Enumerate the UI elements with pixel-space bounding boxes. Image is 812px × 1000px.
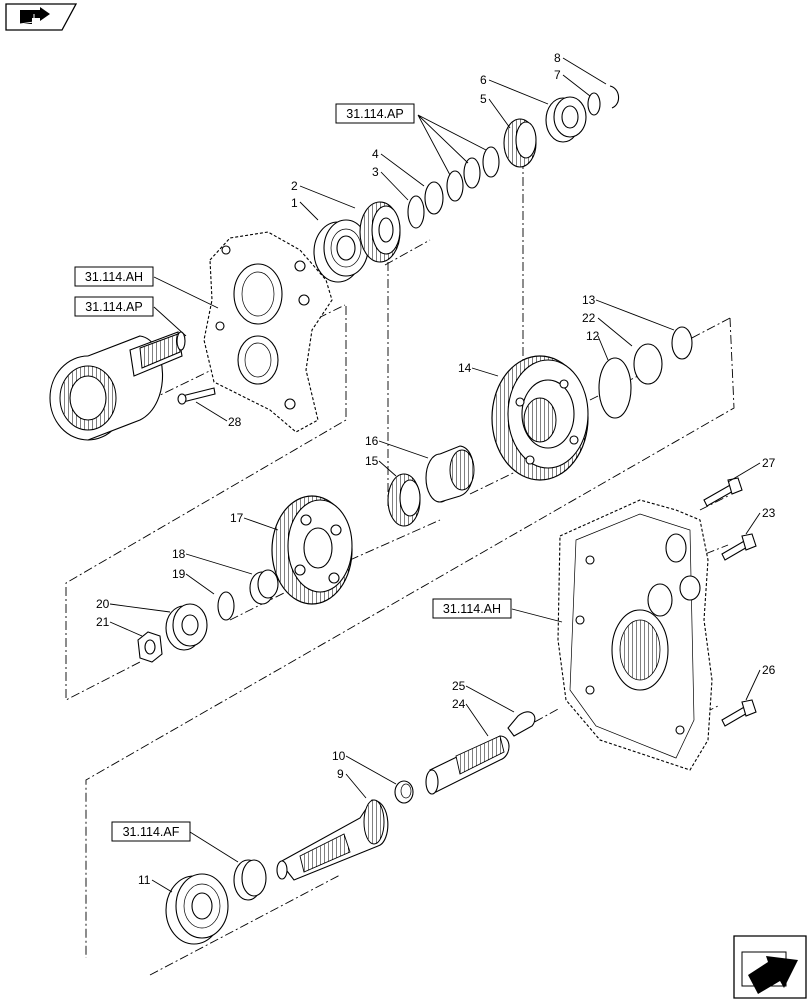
book-arrow-icon[interactable] xyxy=(5,3,78,31)
rings-12-22-13 xyxy=(598,326,693,419)
callout-1: 1 xyxy=(291,196,298,210)
bolt-26 xyxy=(721,699,757,727)
bolt-27 xyxy=(703,477,743,507)
callout-15: 15 xyxy=(365,454,379,468)
svg-text:31.114.AP: 31.114.AP xyxy=(346,107,403,121)
callout-28: 28 xyxy=(228,415,242,429)
ref-box-ah-left[interactable]: 31.114.AH xyxy=(74,266,154,287)
callout-8: 8 xyxy=(554,51,561,65)
shaft-9 xyxy=(276,799,389,881)
callout-27: 27 xyxy=(762,456,776,470)
callout-23: 23 xyxy=(762,506,776,520)
housing-plate xyxy=(203,231,333,433)
main-housing xyxy=(557,499,713,771)
callout-13: 13 xyxy=(582,293,596,307)
gear-5 xyxy=(503,118,537,168)
svg-text:31.114.AF: 31.114.AF xyxy=(123,825,180,839)
svg-text:31.114.AP: 31.114.AP xyxy=(85,300,142,314)
shaft-24 xyxy=(425,735,510,795)
callout-19: 19 xyxy=(172,567,186,581)
rings-3-4 xyxy=(407,181,444,229)
callout-17: 17 xyxy=(230,511,244,525)
hub-16 xyxy=(425,445,475,503)
callout-16: 16 xyxy=(365,434,379,448)
callout-9: 9 xyxy=(337,767,344,781)
planetary-drum xyxy=(49,331,186,441)
callout-10: 10 xyxy=(332,749,346,763)
svg-text:31.114.AH: 31.114.AH xyxy=(443,602,501,616)
next-page-arrow-icon[interactable] xyxy=(733,935,807,999)
callout-3: 3 xyxy=(372,165,379,179)
bearing-20 xyxy=(165,603,208,651)
callout-20: 20 xyxy=(96,597,110,611)
callout-11: 11 xyxy=(138,873,151,887)
nut-21 xyxy=(137,631,163,663)
callout-22: 22 xyxy=(582,311,596,325)
callout-21: 21 xyxy=(96,615,110,629)
rings-7-8 xyxy=(587,85,620,116)
bolt-28 xyxy=(177,387,216,405)
callout-6: 6 xyxy=(480,73,487,87)
callout-14: 14 xyxy=(458,361,472,375)
callout-4: 4 xyxy=(372,147,379,161)
callout-2: 2 xyxy=(291,179,298,193)
ring-af xyxy=(233,859,267,901)
bearing-11 xyxy=(165,873,229,945)
ref-box-ah-right[interactable]: 31.114.AH xyxy=(432,598,512,619)
ring-19 xyxy=(217,591,235,621)
callout-24: 24 xyxy=(452,697,466,711)
ref-box-af[interactable]: 31.114.AF xyxy=(111,821,191,842)
svg-text:31.114.AH: 31.114.AH xyxy=(85,270,143,284)
ref-box-ap-left[interactable]: 31.114.AP xyxy=(74,296,154,317)
callout-26: 26 xyxy=(762,663,776,677)
bearing-1 xyxy=(313,219,369,283)
assembly-frame-upper xyxy=(65,306,735,958)
bolt-23 xyxy=(721,533,757,561)
callout-25: 25 xyxy=(452,679,466,693)
callout-7: 7 xyxy=(554,68,561,82)
gear-17 xyxy=(271,495,353,605)
callout-5: 5 xyxy=(480,92,487,106)
gear-2 xyxy=(359,201,401,263)
callout-18: 18 xyxy=(172,547,186,561)
spacer-18 xyxy=(249,569,279,605)
snap-rings-ap xyxy=(446,146,500,202)
clip-25 xyxy=(507,711,536,737)
ring-10 xyxy=(394,780,414,804)
callout-labels: 1 2 3 4 5 6 7 8 9 10 11 12 13 14 15 16 1… xyxy=(96,51,776,887)
gear-14 xyxy=(491,355,589,481)
bearing-6 xyxy=(545,96,587,143)
gear-15 xyxy=(387,473,421,527)
ref-box-ap-top[interactable]: 31.114.AP xyxy=(335,103,415,124)
leader-lines xyxy=(109,57,761,893)
callout-12: 12 xyxy=(586,329,600,343)
